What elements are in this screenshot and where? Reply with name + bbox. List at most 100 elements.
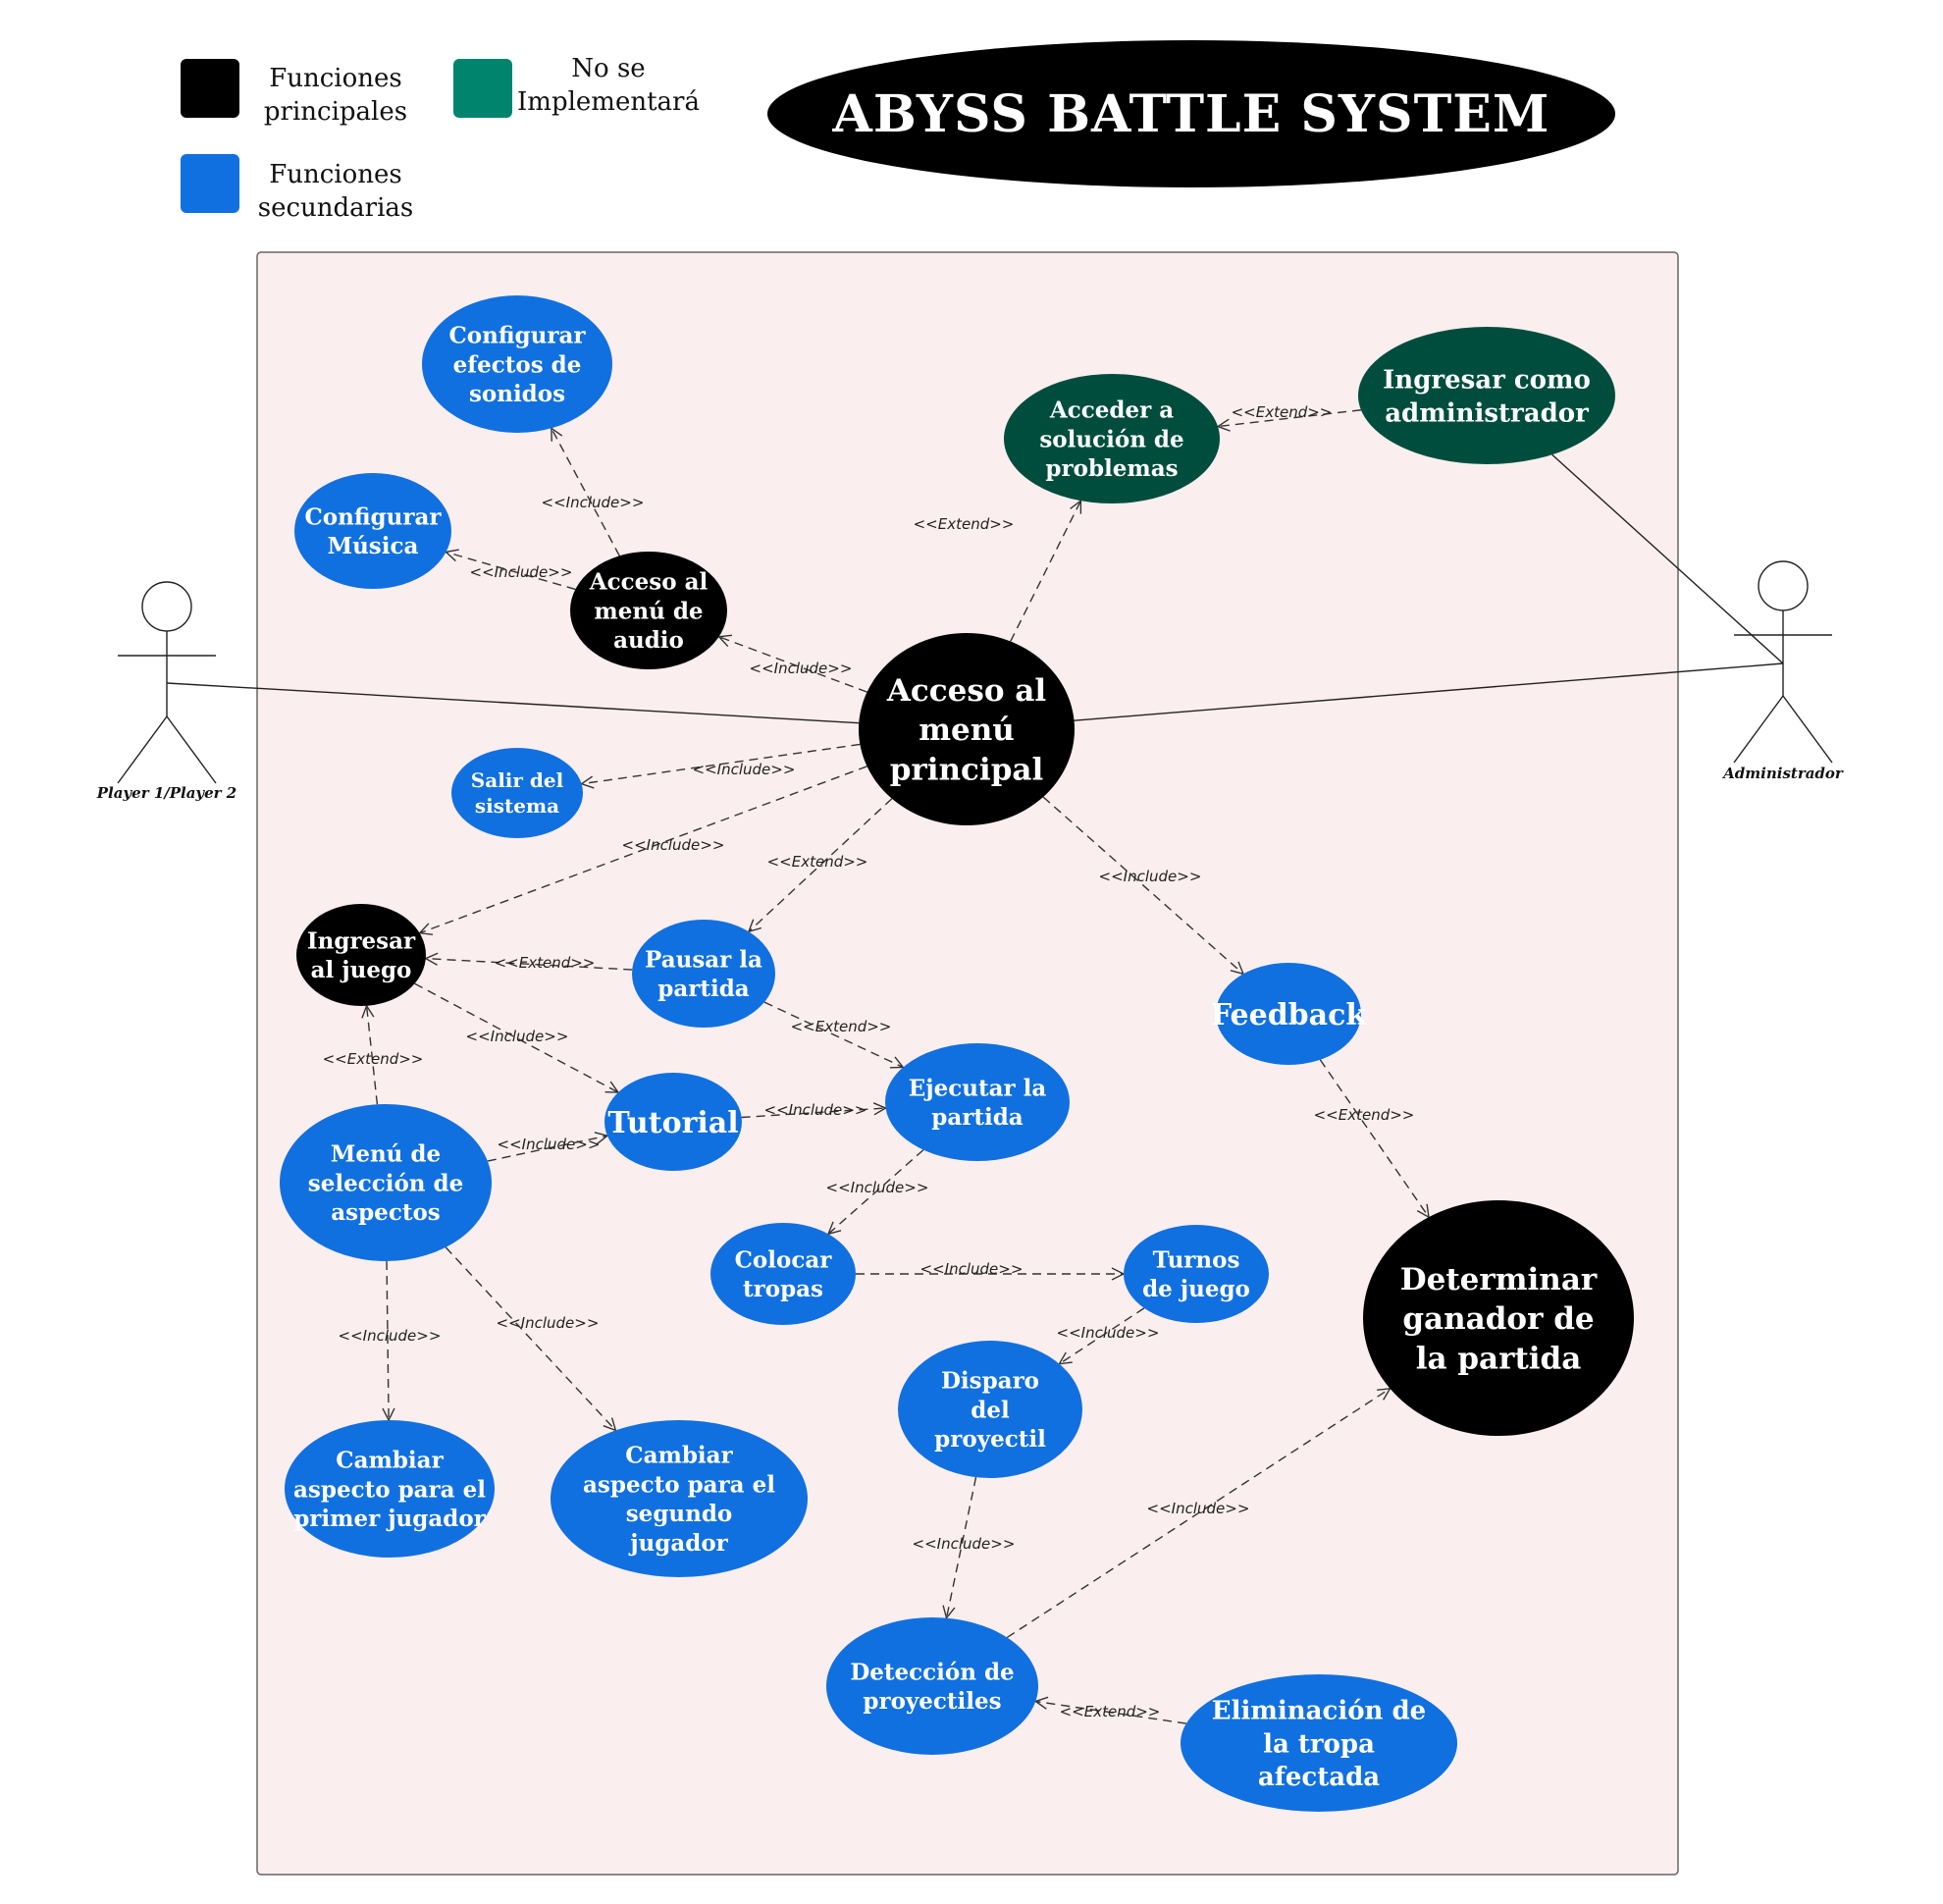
relation-label: <<Extend>>	[1314, 1106, 1415, 1124]
actor-left-leg	[1733, 695, 1784, 764]
relation-admin_login-solucion	[1218, 409, 1362, 427]
use-case-label: Ejecutar la	[909, 1075, 1047, 1101]
actor-label: Administrador	[1721, 765, 1844, 782]
use-case-tutorial[interactable]: Tutorial	[604, 1073, 742, 1171]
use-case-ellipse[interactable]	[285, 1420, 495, 1558]
relation-label: <<Include>>	[339, 1327, 442, 1345]
use-case-feedback[interactable]: Feedback	[1211, 963, 1367, 1065]
use-case-ellipse[interactable]	[1363, 1200, 1634, 1436]
use-case-label: Configurar	[304, 503, 442, 530]
use-case-label: segundo	[626, 1501, 733, 1527]
use-case-label: Cambiar	[625, 1442, 733, 1468]
use-case-ellipse[interactable]	[451, 748, 583, 838]
relation-menu_principal-ingresar	[420, 766, 867, 933]
use-case-ellipse[interactable]	[422, 295, 612, 433]
relation-aspectos-ingresar	[367, 1006, 379, 1105]
use-case-label: solución de	[1039, 426, 1183, 452]
use-case-label: proyectiles	[863, 1688, 1001, 1715]
relation-menu_principal-feedback	[1042, 796, 1243, 974]
relation-label: <<Extend>>	[914, 515, 1015, 533]
use-case-label: audio	[613, 627, 684, 654]
relation-label: <<Include>>	[497, 1314, 600, 1332]
actor-head	[141, 581, 192, 632]
use-case-label: Feedback	[1211, 998, 1367, 1032]
use-case-ellipse[interactable]	[296, 904, 426, 1006]
use-case-label: Configurar	[448, 322, 586, 348]
relation-menu_principal-menu_audio	[719, 637, 867, 693]
use-case-ellipse[interactable]	[570, 552, 727, 669]
use-case-label: Cambiar	[336, 1447, 444, 1473]
use-case-ellipse[interactable]	[826, 1617, 1038, 1755]
relation-ingresar-tutorial	[414, 982, 618, 1092]
use-case-label: aspectos	[331, 1199, 441, 1226]
association-admin-menu_principal	[1074, 662, 1784, 721]
use-case-ellipse[interactable]	[885, 1043, 1070, 1161]
use-case-ellipse[interactable]	[604, 1073, 742, 1171]
use-case-label: menú	[919, 713, 1015, 748]
relation-label: <<Extend>>	[1060, 1703, 1161, 1720]
relation-turnos-disparo	[1059, 1307, 1145, 1364]
use-case-label: Turnos	[1153, 1246, 1240, 1273]
use-case-ellipse[interactable]	[859, 633, 1075, 825]
relation-label: <<Extend>>	[767, 853, 868, 871]
use-case-ellipse[interactable]	[294, 473, 451, 589]
relation-deteccion-ganador	[1006, 1389, 1390, 1639]
use-case-ellipse[interactable]	[551, 1420, 808, 1577]
relation-label: <<Include>>	[466, 1028, 569, 1045]
use-case-label: Acceder a	[1049, 397, 1174, 423]
relation-label: <<Include>>	[920, 1260, 1024, 1278]
relation-menu_principal-pausar	[749, 798, 893, 932]
use-case-label: al juego	[311, 957, 412, 983]
use-case-ellipse[interactable]	[280, 1104, 492, 1261]
title-banner: ABYSS BATTLE SYSTEM	[767, 40, 1615, 187]
use-case-ellipse[interactable]	[1358, 327, 1615, 464]
use-case-ellipse[interactable]	[1181, 1674, 1457, 1812]
use-case-ellipse[interactable]	[710, 1223, 856, 1325]
relation-label: <<Include>>	[1099, 868, 1202, 885]
use-case-label: sistema	[475, 794, 559, 818]
use-case-ellipse[interactable]	[1124, 1225, 1269, 1323]
legend-swatch-secundaria	[181, 154, 239, 213]
actor-admin: Administrador	[1721, 560, 1844, 782]
use-case-ellipse[interactable]	[632, 920, 775, 1028]
relation-label: <<Include>>	[764, 1101, 867, 1119]
legend-label-secundaria: secundarias	[258, 193, 414, 223]
use-case-ellipse[interactable]	[898, 1341, 1082, 1478]
relation-label: <<Include>>	[542, 494, 645, 511]
diagram-title: ABYSS BATTLE SYSTEM	[832, 84, 1550, 144]
legend-label-no_implementa: No se	[571, 54, 645, 83]
relation-aspectos-tutorial	[487, 1136, 607, 1162]
relation-menu_principal-solucion	[1010, 501, 1081, 642]
actor-right-leg	[1782, 695, 1833, 764]
use-case-label: aspecto para el	[583, 1471, 775, 1498]
legend-label-principal: Funciones	[269, 64, 402, 93]
use-case-ellipse[interactable]	[1216, 963, 1361, 1065]
use-case-ellipse[interactable]	[1004, 374, 1220, 503]
legend-label-secundaria: Funciones	[269, 160, 402, 189]
actor-left-leg	[117, 715, 168, 784]
relation-label: <<Include>>	[622, 836, 725, 854]
actor-head	[1758, 560, 1809, 611]
relation-label: <<Extend>>	[1232, 403, 1333, 421]
